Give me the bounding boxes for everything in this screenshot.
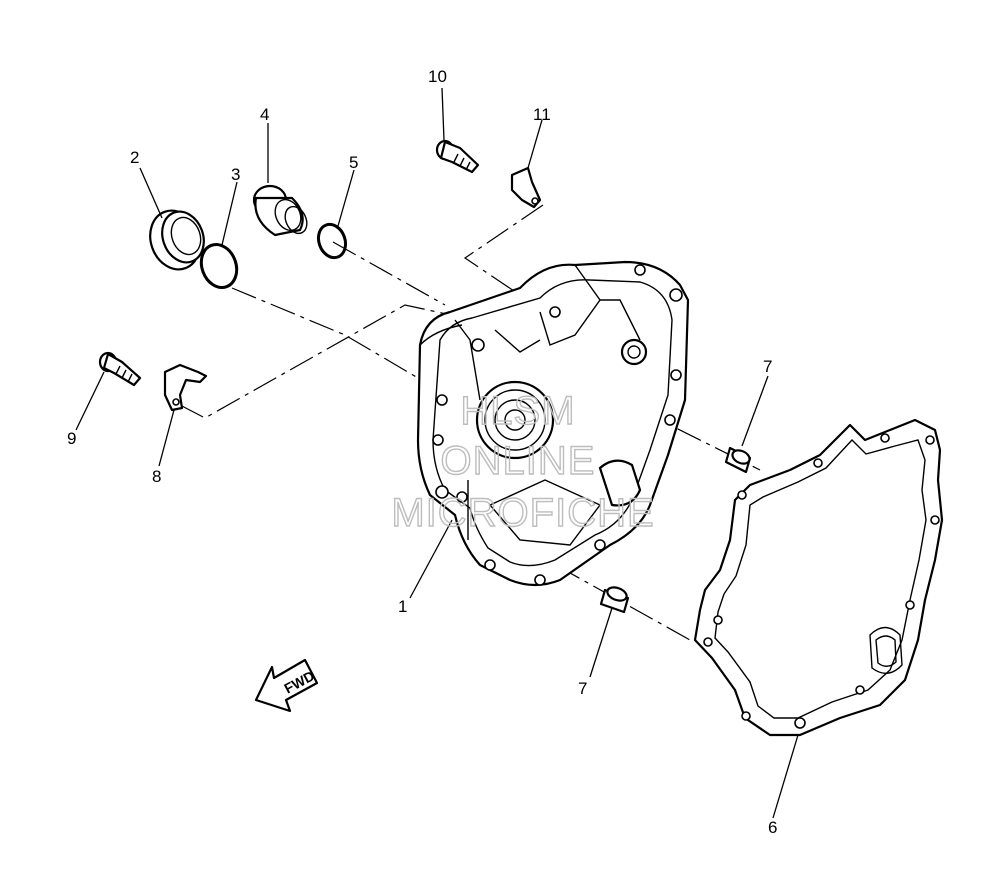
leader-lines (75, 87, 799, 819)
watermark-line3: MICROFICHE (391, 491, 654, 535)
o-ring-small (316, 222, 348, 260)
dowel-pin-upper (724, 446, 752, 474)
bolt-left (98, 351, 142, 387)
callout-8: 8 (152, 467, 161, 486)
clamp-left (163, 363, 208, 412)
cap-plug (149, 209, 205, 271)
gasket (693, 418, 944, 737)
callout-1: 1 (398, 597, 407, 616)
o-ring-large (199, 243, 239, 289)
callout-7-upper: 7 (763, 357, 772, 376)
bolt-top (435, 139, 480, 174)
callout-11: 11 (533, 105, 551, 124)
watermark-line2: ONLINE (441, 439, 596, 483)
callout-numbers: 1 2 3 4 5 6 7 7 8 9 10 11 (67, 67, 777, 837)
callout-3: 3 (231, 165, 240, 184)
callout-6: 6 (768, 818, 777, 837)
callout-5: 5 (349, 153, 358, 172)
clamp-top (510, 166, 542, 209)
plug (252, 184, 308, 237)
dowel-pin-lower (599, 586, 630, 614)
callout-2: 2 (130, 148, 139, 167)
watermark: HLSM ONLINE MICROFICHE (391, 388, 655, 535)
forward-arrow-icon: FWD (254, 658, 319, 713)
callout-10: 10 (428, 67, 447, 86)
callout-4: 4 (260, 105, 269, 124)
crankcase-cover (416, 260, 690, 587)
callout-9: 9 (67, 429, 76, 448)
watermark-line1: HLSM (460, 389, 575, 433)
callout-7-lower: 7 (578, 679, 587, 698)
